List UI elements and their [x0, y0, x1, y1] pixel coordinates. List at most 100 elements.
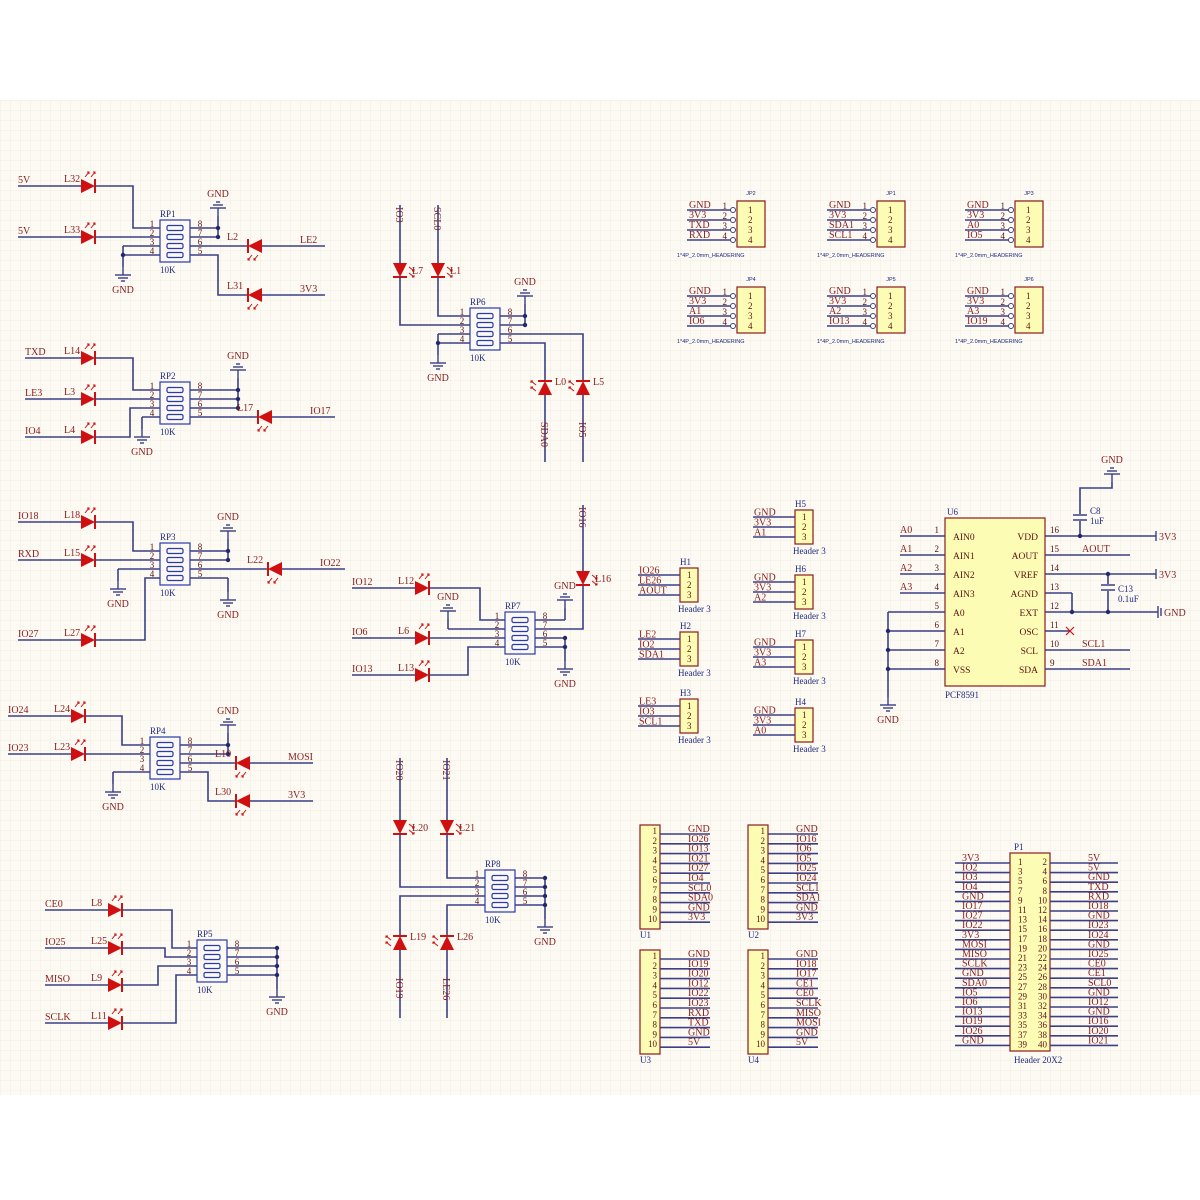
wire: [122, 947, 197, 958]
pin-name: A1: [953, 628, 965, 638]
pin-number: 1: [187, 939, 192, 949]
led-ref: L21: [459, 823, 475, 834]
net-label: IO25: [1088, 949, 1109, 960]
ground-symbol: GND: [227, 351, 249, 378]
pin-number: 5: [188, 763, 193, 773]
net-label: A2: [900, 563, 912, 574]
ground-symbol: GND: [1101, 455, 1123, 482]
ground-label: GND: [427, 373, 449, 384]
net-label: IO26: [639, 566, 660, 577]
resistor-pack-ref: RP4: [150, 726, 166, 736]
pin-socket: [730, 237, 736, 243]
pin-socket: [870, 323, 876, 329]
resistor-element: [156, 750, 174, 758]
net-label: IO25: [45, 937, 66, 948]
net-label: IO23: [8, 743, 29, 754]
net-label: RXD: [689, 230, 710, 241]
pin-number: 6: [1043, 876, 1048, 886]
ground-label: GND: [877, 715, 899, 726]
led-light-arrows: [111, 933, 123, 940]
ground-symbol: GND: [217, 592, 239, 621]
led-light-arrows: [418, 660, 430, 667]
wire: [95, 185, 160, 229]
pin-socket: [730, 227, 736, 233]
pin-number: 1: [748, 291, 753, 301]
net-label: SCL1: [796, 883, 819, 894]
pin-number: 8: [198, 542, 203, 552]
led-light-arrows: [74, 701, 86, 708]
led-triangle: [393, 936, 407, 950]
connector-body: [639, 949, 661, 1055]
net-label: CE0: [45, 899, 63, 910]
pin-number: 5: [235, 966, 240, 976]
led-light-arrows: [418, 623, 430, 630]
pin-number: 2: [802, 587, 807, 597]
pin-number: 1: [653, 826, 658, 836]
ground-symbol: GND: [217, 512, 239, 539]
led-ref: L22: [247, 555, 263, 566]
junction-dot: [235, 405, 241, 411]
pin-name: EXT: [1020, 609, 1039, 619]
resistor-element: [156, 768, 174, 776]
pin-number: 34: [1038, 1011, 1048, 1021]
led-triangle: [393, 820, 407, 834]
net-label: GND: [688, 949, 710, 960]
led-light-arrows: [84, 625, 96, 632]
pin-number: 7: [198, 390, 203, 400]
net-label: IO19: [967, 316, 988, 327]
header-ref: H7: [795, 629, 806, 639]
pin-number: 4: [140, 763, 145, 773]
pin-number: 9: [761, 1029, 766, 1039]
net-label: IO20: [688, 969, 709, 980]
resistor-element: [476, 312, 494, 320]
net-label: GND: [829, 200, 851, 211]
net-label: GND: [1088, 1007, 1110, 1018]
wire: [85, 715, 150, 746]
led-ref: L23: [54, 742, 70, 753]
net-label: IO24: [8, 705, 29, 716]
led-ref: L31: [227, 281, 243, 292]
connector-ref: U1: [640, 930, 651, 940]
pin-number: 15: [1050, 544, 1060, 554]
footprint-label: 1*4P_2.0mm_HEADERING: [817, 253, 885, 259]
net-label: IO24: [1088, 930, 1109, 941]
pin-number: 32: [1038, 1001, 1047, 1011]
net-label: TXD: [688, 1018, 709, 1029]
led-light-arrows: [84, 384, 96, 391]
pin-number: 1: [935, 525, 940, 535]
net-label: IO23: [1088, 920, 1109, 931]
pin-number: 3: [723, 221, 728, 231]
led-ref: L1: [450, 266, 461, 277]
wire: [190, 254, 248, 296]
ground-symbol: GND: [131, 429, 153, 458]
pin-name: AIN1: [953, 552, 975, 562]
junction-dot: [225, 742, 231, 748]
net-label: SDA1: [829, 220, 854, 231]
pin-number: 9: [1018, 895, 1023, 905]
net-label: 5V: [796, 1037, 809, 1048]
net-label: A0: [900, 525, 912, 536]
net-label: IO4: [962, 882, 978, 893]
resistor-pack-value: 10K: [150, 782, 166, 792]
net-label: A1: [689, 306, 701, 317]
net-label: MISO: [796, 1008, 821, 1019]
net-label: GND: [967, 286, 989, 297]
pin-number: 10: [756, 914, 766, 924]
pin-number: 1: [1001, 287, 1006, 297]
led-triangle: [440, 820, 454, 834]
pin-number: 8: [543, 611, 548, 621]
junction-dot: [274, 954, 280, 960]
net-label: GND: [796, 902, 818, 913]
wire: [95, 577, 160, 641]
pin-number: 3: [802, 662, 807, 672]
ground-label: GND: [266, 1007, 288, 1018]
pin-number: 5: [543, 638, 548, 648]
pin-number: 3: [802, 597, 807, 607]
pin-number: 4: [475, 896, 480, 906]
pin-number: 8: [198, 219, 203, 229]
pin-number: 9: [653, 1029, 658, 1039]
pin-number: 8: [198, 381, 203, 391]
